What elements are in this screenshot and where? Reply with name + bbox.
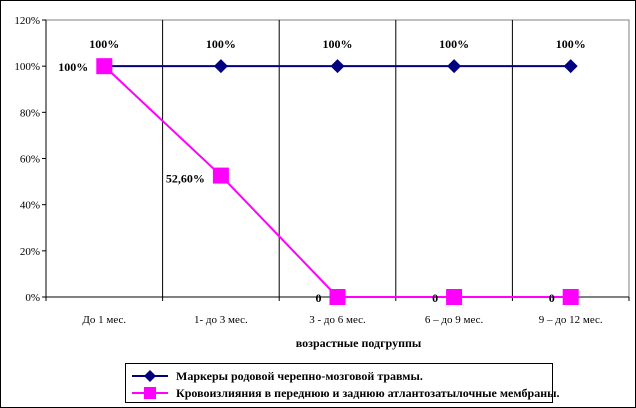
data-point-series-2: [329, 289, 346, 305]
y-tick-label: 20%: [20, 246, 40, 258]
y-tick-label: 80%: [20, 107, 40, 119]
x-tick-label: 3 - до 6 мес.: [309, 314, 366, 326]
legend-item-series-1: Маркеры родовой черепно-мозговой травмы.: [132, 368, 423, 384]
data-point-series-1: [213, 59, 228, 74]
data-label-series-1: 100%: [206, 37, 236, 51]
data-point-series-2: [96, 58, 113, 75]
y-tick-label: 100%: [14, 61, 40, 73]
data-label-series-1: 100%: [556, 37, 586, 51]
data-label-series-2: 52,60%: [166, 172, 205, 186]
legend: Маркеры родовой черепно-мозговой травмы.…: [125, 363, 560, 403]
data-point-series-1: [447, 59, 462, 74]
data-label-series-2: 100%: [58, 60, 88, 74]
data-label-series-1: 100%: [439, 37, 469, 51]
data-label-series-2: 0: [432, 291, 438, 305]
data-point-series-1: [563, 59, 578, 74]
y-tick-label: 40%: [20, 200, 40, 212]
data-point-series-2: [446, 289, 463, 305]
data-label-series-1: 100%: [323, 37, 353, 51]
y-tick-label: 60%: [20, 154, 40, 166]
data-label-series-2: 0: [549, 291, 555, 305]
legend-swatch-series-2: [132, 387, 168, 399]
x-tick-label: 1- до 3 мес.: [194, 314, 248, 326]
data-point-series-2: [212, 167, 229, 184]
x-tick-label: 9 – до 12 мес.: [539, 314, 603, 326]
data-label-series-1: 100%: [89, 37, 119, 51]
y-tick-label: 0%: [25, 292, 40, 304]
legend-label-series-1: Маркеры родовой черепно-мозговой травмы.: [176, 368, 423, 383]
data-label-series-2: 0: [316, 291, 322, 305]
legend-label-series-2: Кровоизлияния в переднюю и заднюю атлант…: [176, 385, 560, 400]
y-tick-label: 120%: [14, 15, 40, 27]
x-tick-label: 6 – до 9 мес.: [425, 314, 484, 326]
data-point-series-2: [562, 289, 579, 305]
legend-swatch-series-1: [132, 370, 168, 382]
x-tick-label: До 1 мес.: [82, 314, 126, 326]
x-axis-title: возрастные подгруппы: [296, 336, 422, 350]
legend-item-series-2: Кровоизлияния в переднюю и заднюю атлант…: [132, 385, 560, 401]
data-point-series-1: [330, 59, 345, 74]
